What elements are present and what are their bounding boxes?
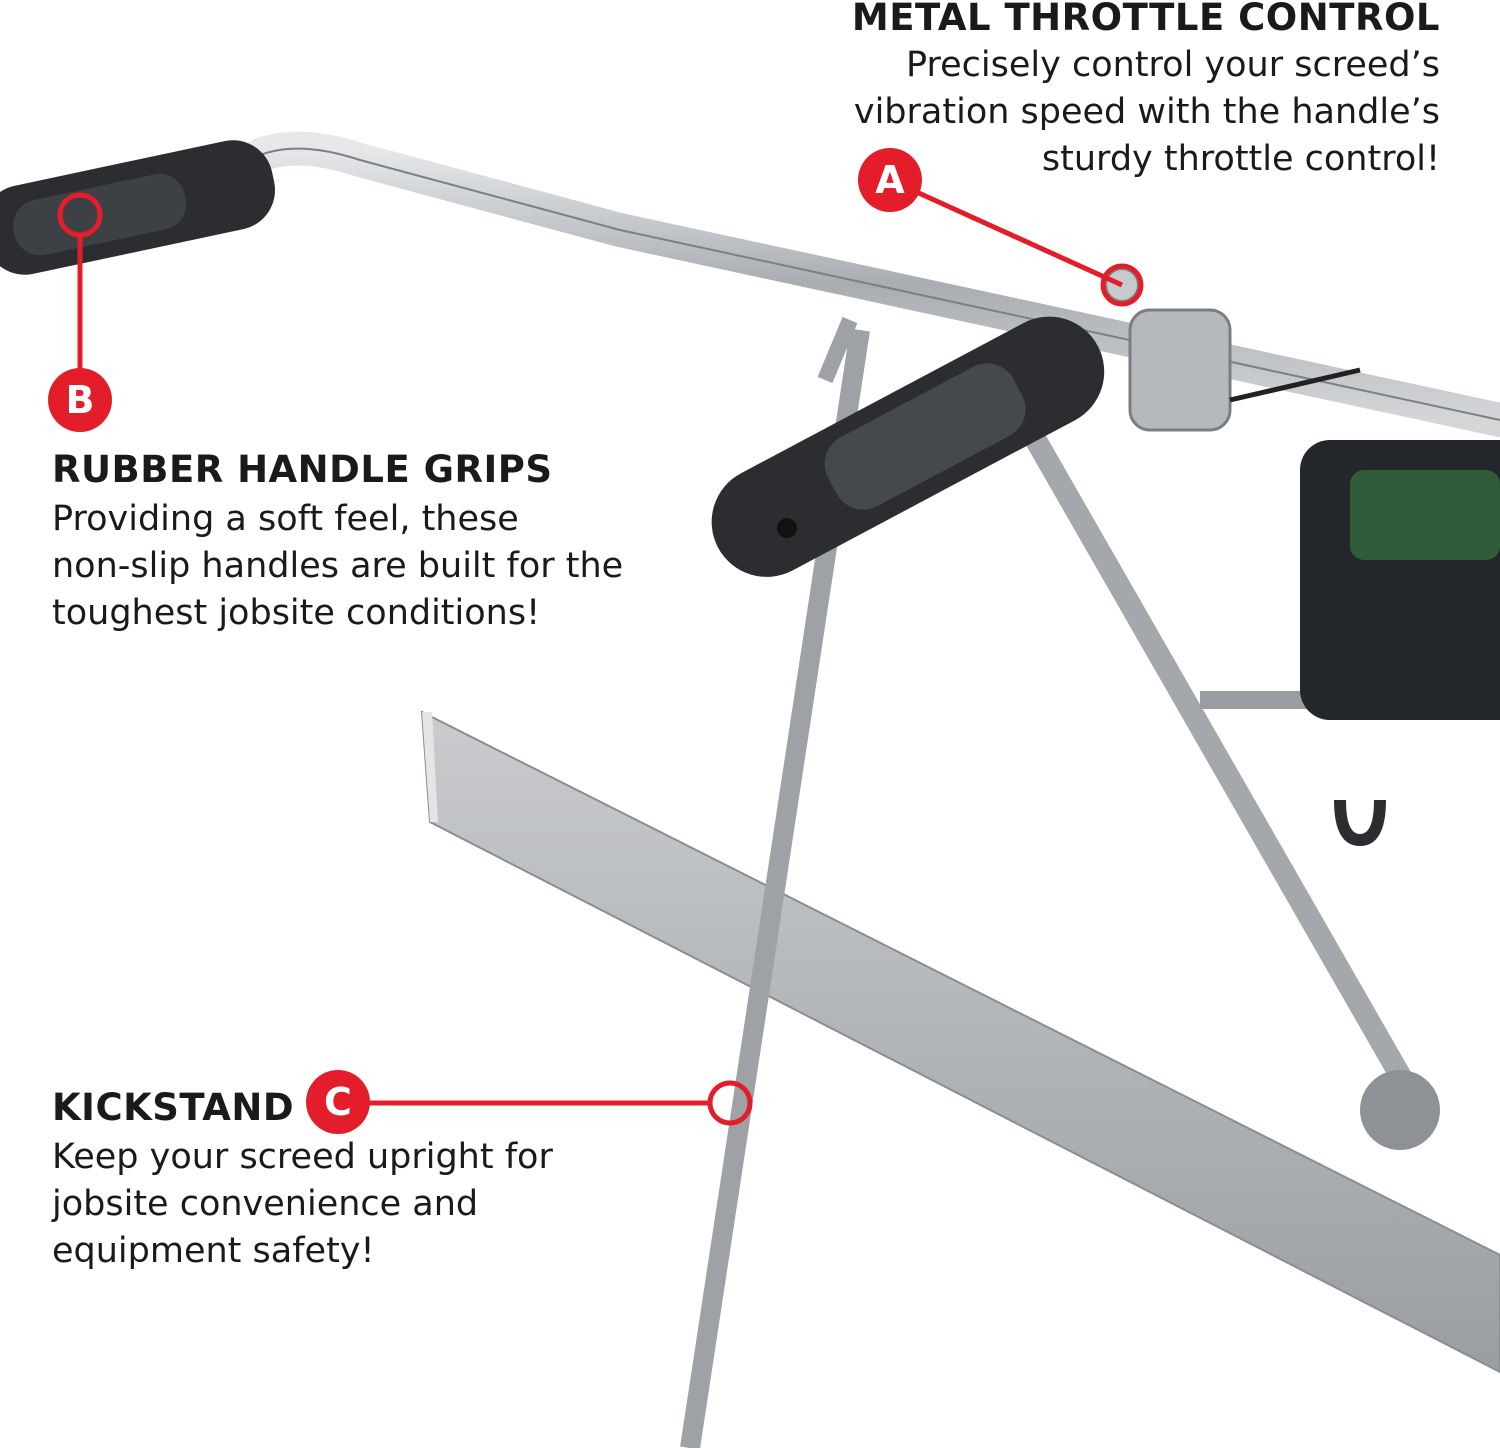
grips-line: toughest jobsite conditions! (52, 593, 541, 633)
badge-a: A (858, 148, 922, 212)
screed-blade-edge (422, 712, 438, 822)
grips-title: RUBBER HANDLE GRIPS (52, 448, 553, 491)
kickstand-title: KICKSTAND (52, 1086, 295, 1129)
grips-line: Providing a soft feel, these (52, 499, 519, 539)
callout-ring-a (1100, 263, 1144, 307)
throttle-assembly (1105, 268, 1361, 432)
badge-b: B (48, 368, 112, 432)
throttle-line: Precisely control your screed’s (906, 45, 1440, 85)
kickstand-line: jobsite convenience and (52, 1184, 479, 1224)
badge-c: C (306, 1070, 370, 1134)
brace-rod (1019, 419, 1431, 1121)
callout-ring-b (57, 192, 103, 238)
engine (1300, 440, 1500, 847)
throttle-line: vibration speed with the handle’s (853, 92, 1440, 132)
throttle-title: METAL THROTTLE CONTROL (851, 0, 1440, 39)
blade-mount (1360, 1070, 1440, 1150)
kickstand-line: equipment safety! (52, 1231, 375, 1271)
handlebar-outline (259, 147, 1500, 421)
callout-line-a (888, 177, 1124, 288)
kickstand-line: Keep your screed upright for (52, 1137, 553, 1177)
kickstand-bracket (817, 316, 858, 384)
right-rubber-grip (711, 316, 1105, 577)
throttle-callout: METAL THROTTLE CONTROL Precisely control… (740, 0, 1440, 183)
callout-ring-c (707, 1080, 753, 1126)
kickstand-callout: KICKSTAND Keep your screed upright for j… (52, 1088, 652, 1275)
grips-callout: RUBBER HANDLE GRIPS Providing a soft fee… (52, 450, 702, 637)
throttle-line: sturdy throttle control! (1041, 139, 1440, 179)
grips-line: non-slip handles are built for the (52, 546, 624, 586)
left-rubber-grip (0, 140, 276, 275)
